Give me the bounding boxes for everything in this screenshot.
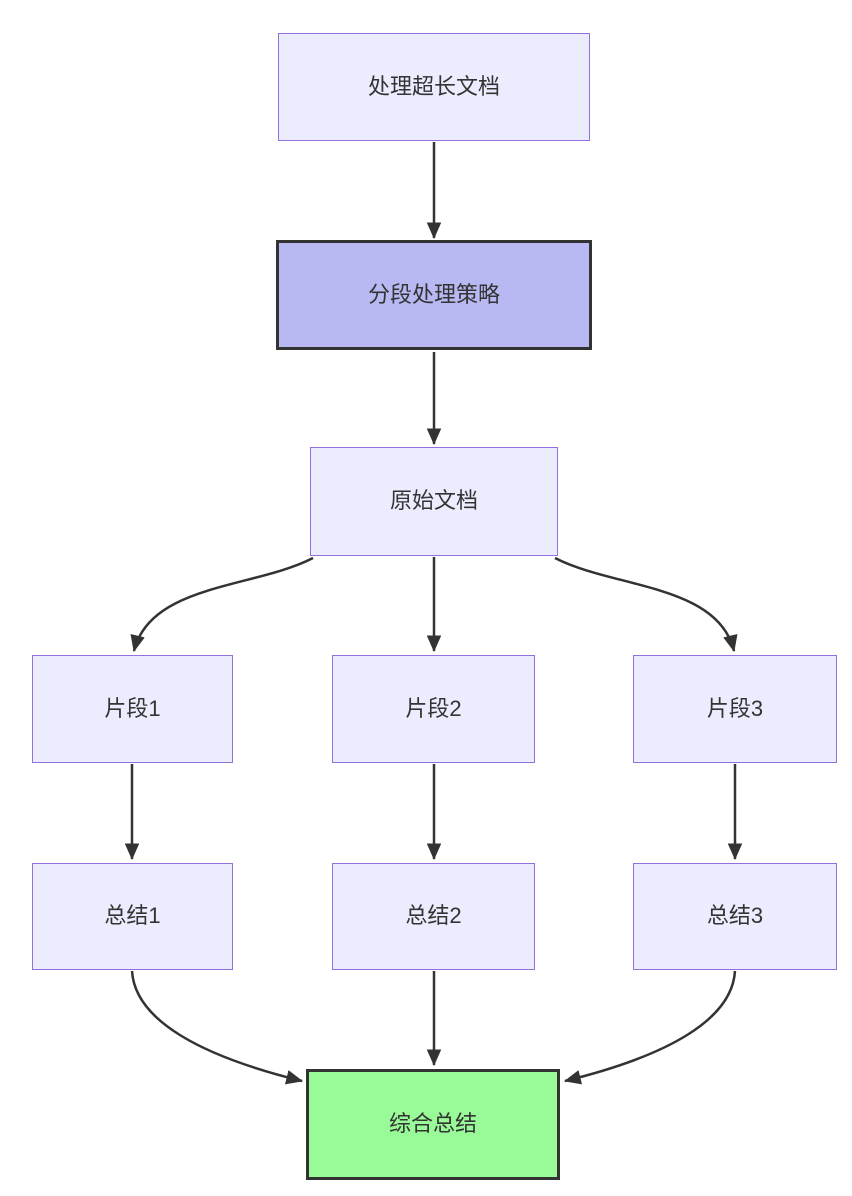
- edge-original-to-segment3: [554, 556, 738, 653]
- node-label: 总结1: [104, 903, 161, 929]
- node-final-summary: 综合总结: [306, 1069, 560, 1180]
- node-segment-3: 片段3: [633, 655, 837, 763]
- node-label: 片段2: [405, 695, 462, 721]
- node-summary-3: 总结3: [633, 863, 837, 970]
- node-summary-2: 总结2: [332, 863, 535, 970]
- node-segment-1: 片段1: [32, 655, 233, 763]
- node-segment-2: 片段2: [332, 655, 535, 763]
- node-strategy: 分段处理策略: [276, 240, 592, 350]
- node-process-doc: 处理超长文档: [278, 33, 590, 141]
- node-label: 总结2: [405, 903, 462, 929]
- node-original-doc: 原始文档: [310, 447, 558, 556]
- node-label: 总结3: [706, 903, 764, 929]
- node-label: 分段处理策略: [367, 281, 500, 307]
- edge-summary3-to-final: [563, 970, 737, 1085]
- node-label: 处理超长文档: [367, 73, 500, 99]
- edge-original-to-segment1: [130, 556, 314, 653]
- node-label: 片段1: [104, 695, 161, 721]
- node-label: 片段3: [706, 695, 764, 721]
- edge-summary1-to-final: [130, 970, 304, 1085]
- node-label: 原始文档: [389, 488, 478, 514]
- node-label: 综合总结: [388, 1111, 477, 1137]
- node-summary-1: 总结1: [32, 863, 233, 970]
